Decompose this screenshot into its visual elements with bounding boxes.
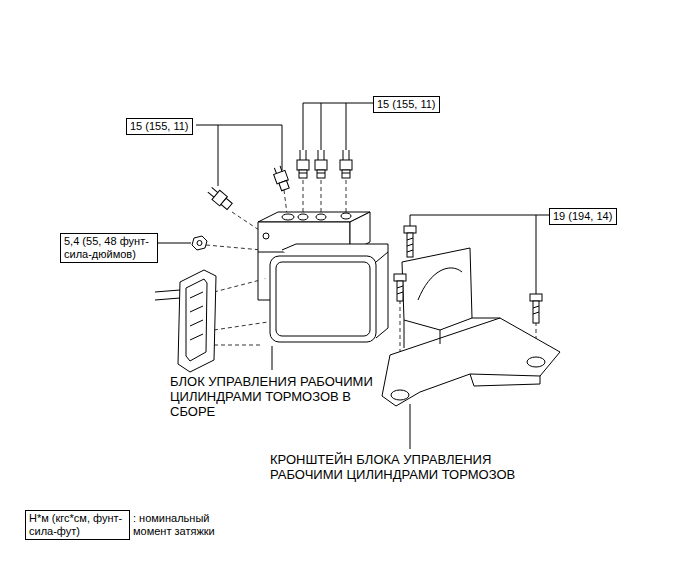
bolts: [533, 301, 539, 323]
brake-actuator: [282, 214, 294, 220]
flare-nuts: [208, 187, 218, 197]
brake-actuator: [376, 252, 388, 262]
wire-connector: [186, 279, 207, 361]
bolts: [397, 281, 403, 301]
torque-box: Н*м (кгс*см, фунт-сила-фут): [25, 510, 130, 540]
bolts: [394, 274, 406, 281]
actuator-bracket: [391, 390, 409, 400]
wire-connector: [155, 290, 180, 300]
actuator-bracket: [402, 248, 472, 330]
flare-nuts: [197, 241, 202, 246]
actuator-bracket: [470, 374, 540, 386]
bolts: [407, 233, 413, 257]
actuator-bracket: [382, 318, 560, 406]
brake-actuator: [258, 252, 270, 300]
torque-value: 15 (155, 11): [377, 98, 436, 111]
actuator-bracket: [527, 357, 545, 367]
torque-box: 15 (155, 11): [373, 96, 440, 113]
flare-nuts: [206, 185, 234, 211]
flare-nuts: [315, 160, 327, 170]
flare-nuts: [300, 150, 349, 160]
flare-nuts: [192, 150, 352, 250]
brake-actuator: [270, 256, 376, 342]
bolts: [404, 226, 416, 233]
flare-nuts: [299, 173, 350, 174]
bolts: [530, 294, 542, 301]
brake-actuator: [276, 262, 370, 336]
torque-value: 15 (155, 11): [130, 120, 189, 133]
actuator-bracket: [404, 318, 500, 348]
flare-nuts: [279, 181, 289, 191]
bolts: [397, 286, 403, 294]
flare-nuts: [342, 170, 350, 178]
leader-lines: [158, 103, 549, 449]
brake-actuator: [316, 214, 326, 220]
wire-connector: [190, 292, 203, 340]
torque-value: 19 (194, 14): [553, 210, 612, 223]
brake-actuator: [298, 214, 308, 220]
leader-lines: [158, 243, 191, 244]
flare-nuts: [192, 236, 207, 250]
flare-nuts: [274, 166, 282, 174]
part-name: КРОНШТЕЙН БЛОКА УПРАВЛЕНИЯ РАБОЧИМИ ЦИЛИ…: [270, 452, 548, 482]
flare-nuts: [340, 160, 352, 170]
dashed-guides: [206, 245, 262, 250]
flare-nuts: [317, 170, 325, 178]
wire-connector: [178, 270, 216, 372]
leader-lines: [303, 103, 373, 150]
brake-actuator: [258, 212, 388, 342]
dashed-guides: [303, 180, 346, 215]
torque-box: 15 (155, 11): [126, 118, 193, 135]
flare-nuts: [299, 170, 307, 178]
bolts: [394, 226, 542, 323]
actuator-bracket: [382, 248, 560, 406]
wire-connector: [155, 270, 216, 372]
flare-nuts: [297, 160, 309, 170]
bolts: [533, 306, 539, 314]
actuator-bracket: [418, 268, 462, 300]
brake-actuator: [341, 213, 351, 219]
torque-box: 5,4 (55, 48 фунт-сила-дюймов): [60, 233, 158, 263]
part-name: БЛОК УПРАВЛЕНИЯ РАБОЧИМИ ЦИЛИНДРАМИ ТОРМ…: [170, 374, 385, 419]
torque-value: Н*м (кгс*см, фунт-сила-фут): [29, 512, 126, 538]
flare-nuts: [221, 198, 232, 209]
leader-lines: [196, 125, 282, 186]
leader-lines: [272, 346, 273, 370]
torque-value: 5,4 (55, 48 фунт-сила-дюймов): [64, 235, 154, 261]
bolts: [407, 238, 413, 252]
legend-note: : номинальный момент затяжки: [133, 512, 233, 538]
leader-lines: [410, 404, 411, 449]
torque-box: 19 (194, 14): [549, 208, 617, 225]
brake-actuator: [263, 233, 269, 239]
flare-nuts: [272, 165, 291, 192]
